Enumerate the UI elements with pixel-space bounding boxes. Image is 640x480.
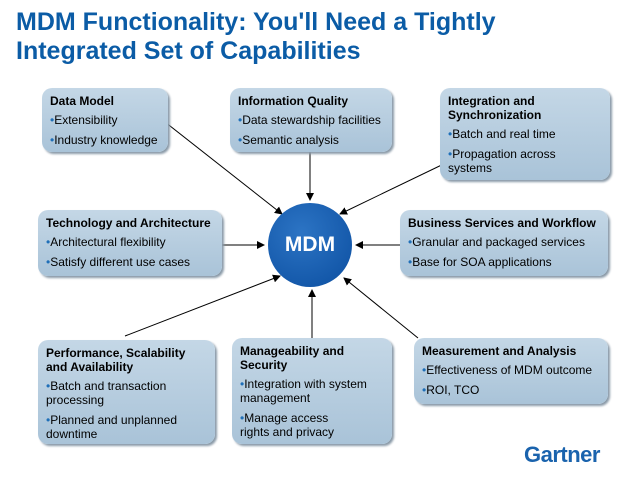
bullet-item: Planned and unplanned downtime [46, 413, 186, 441]
bullet-item: Industry knowledge [50, 133, 160, 147]
slide-title: MDM Functionality: You'll Need a Tightly… [16, 8, 496, 66]
box-performance: Performance, Scalability and Availabilit… [38, 340, 215, 444]
box-integration: Integration and Synchronization Batch an… [440, 88, 610, 180]
mdm-circle: MDM [268, 203, 352, 287]
bullet-item: ROI, TCO [422, 383, 600, 397]
bullet-item: Effectiveness of MDM outcome [422, 363, 600, 377]
bullet-item: Architectural flexibility [46, 235, 214, 249]
gartner-logo: Gartner [524, 442, 600, 467]
box-manageability: Manageability and Security Integration w… [232, 338, 392, 444]
bullet-item: Granular and packaged services [408, 235, 600, 249]
box-title: Integration and Synchronization [448, 94, 542, 122]
box-measurement: Measurement and Analysis Effectiveness o… [414, 338, 608, 404]
box-title: Data Model [50, 94, 115, 108]
bullet-item: Semantic analysis [238, 133, 384, 147]
arrow-data-model [164, 121, 283, 215]
box-title: Manageability and Security [240, 344, 345, 372]
bullet-item: Base for SOA applications [408, 255, 600, 269]
bullet-item: Data stewardship facilities [238, 113, 384, 127]
arrow-integration [339, 159, 453, 215]
box-title: Business Services and Workflow [408, 216, 596, 230]
bullet-item: Satisfy different use cases [46, 255, 214, 269]
box-technology: Technology and Architecture Architectura… [38, 210, 222, 276]
bullet-item: Extensibility [50, 113, 160, 127]
arrow-performance [124, 274, 281, 337]
bullet-item: Propagation across systems [448, 147, 578, 175]
arrow-measurement [343, 277, 419, 339]
bullet-item: Batch and transaction processing [46, 379, 186, 407]
bullet-item: Integration with system management [240, 377, 384, 405]
box-business-services: Business Services and Workflow Granular … [400, 210, 608, 276]
title-line-2: Integrated Set of Capabilities [16, 37, 361, 65]
box-data-model: Data Model Extensibility Industry knowle… [42, 88, 168, 152]
box-information-quality: Information Quality Data stewardship fac… [230, 88, 392, 152]
box-title: Technology and Architecture [46, 216, 211, 230]
box-title: Measurement and Analysis [422, 344, 577, 358]
bullet-item: Manage access rights and privacy [240, 411, 360, 439]
box-title: Performance, Scalability and Availabilit… [46, 346, 186, 374]
bullet-item: Batch and real time [448, 127, 602, 141]
title-line-1: MDM Functionality: You'll Need a Tightly [16, 8, 496, 36]
box-title: Information Quality [238, 94, 349, 108]
